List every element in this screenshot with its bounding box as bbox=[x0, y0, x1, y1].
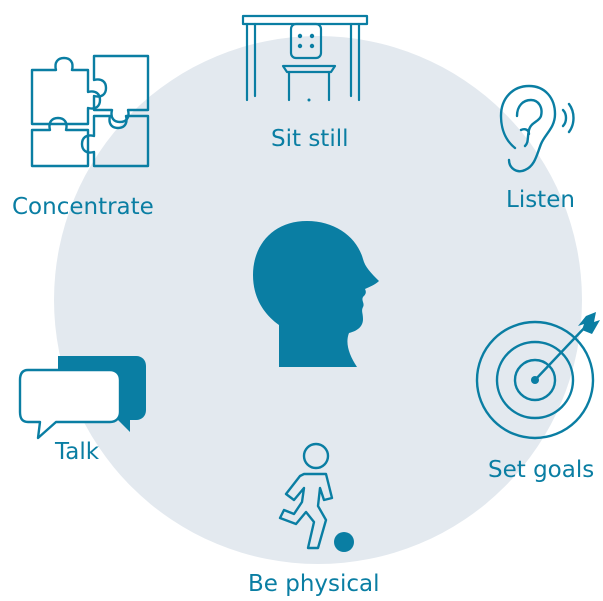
skill-label-set-goals: Set goals bbox=[488, 457, 595, 483]
target-arrow-icon bbox=[475, 312, 600, 440]
child-head-profile-icon bbox=[253, 221, 379, 367]
speech-bubbles-icon bbox=[18, 356, 146, 440]
puzzle-pieces-icon bbox=[30, 54, 150, 168]
child-kicking-ball-icon bbox=[278, 442, 354, 552]
skill-label-concentrate: Concentrate bbox=[12, 194, 154, 220]
ear-listening-icon bbox=[499, 84, 575, 173]
skill-label-sit-still: Sit still bbox=[271, 126, 349, 152]
skill-label-listen: Listen bbox=[506, 187, 575, 213]
school-desk-chair-icon bbox=[241, 14, 369, 102]
skill-label-be-physical: Be physical bbox=[248, 571, 380, 597]
skill-label-talk: Talk bbox=[55, 439, 100, 465]
